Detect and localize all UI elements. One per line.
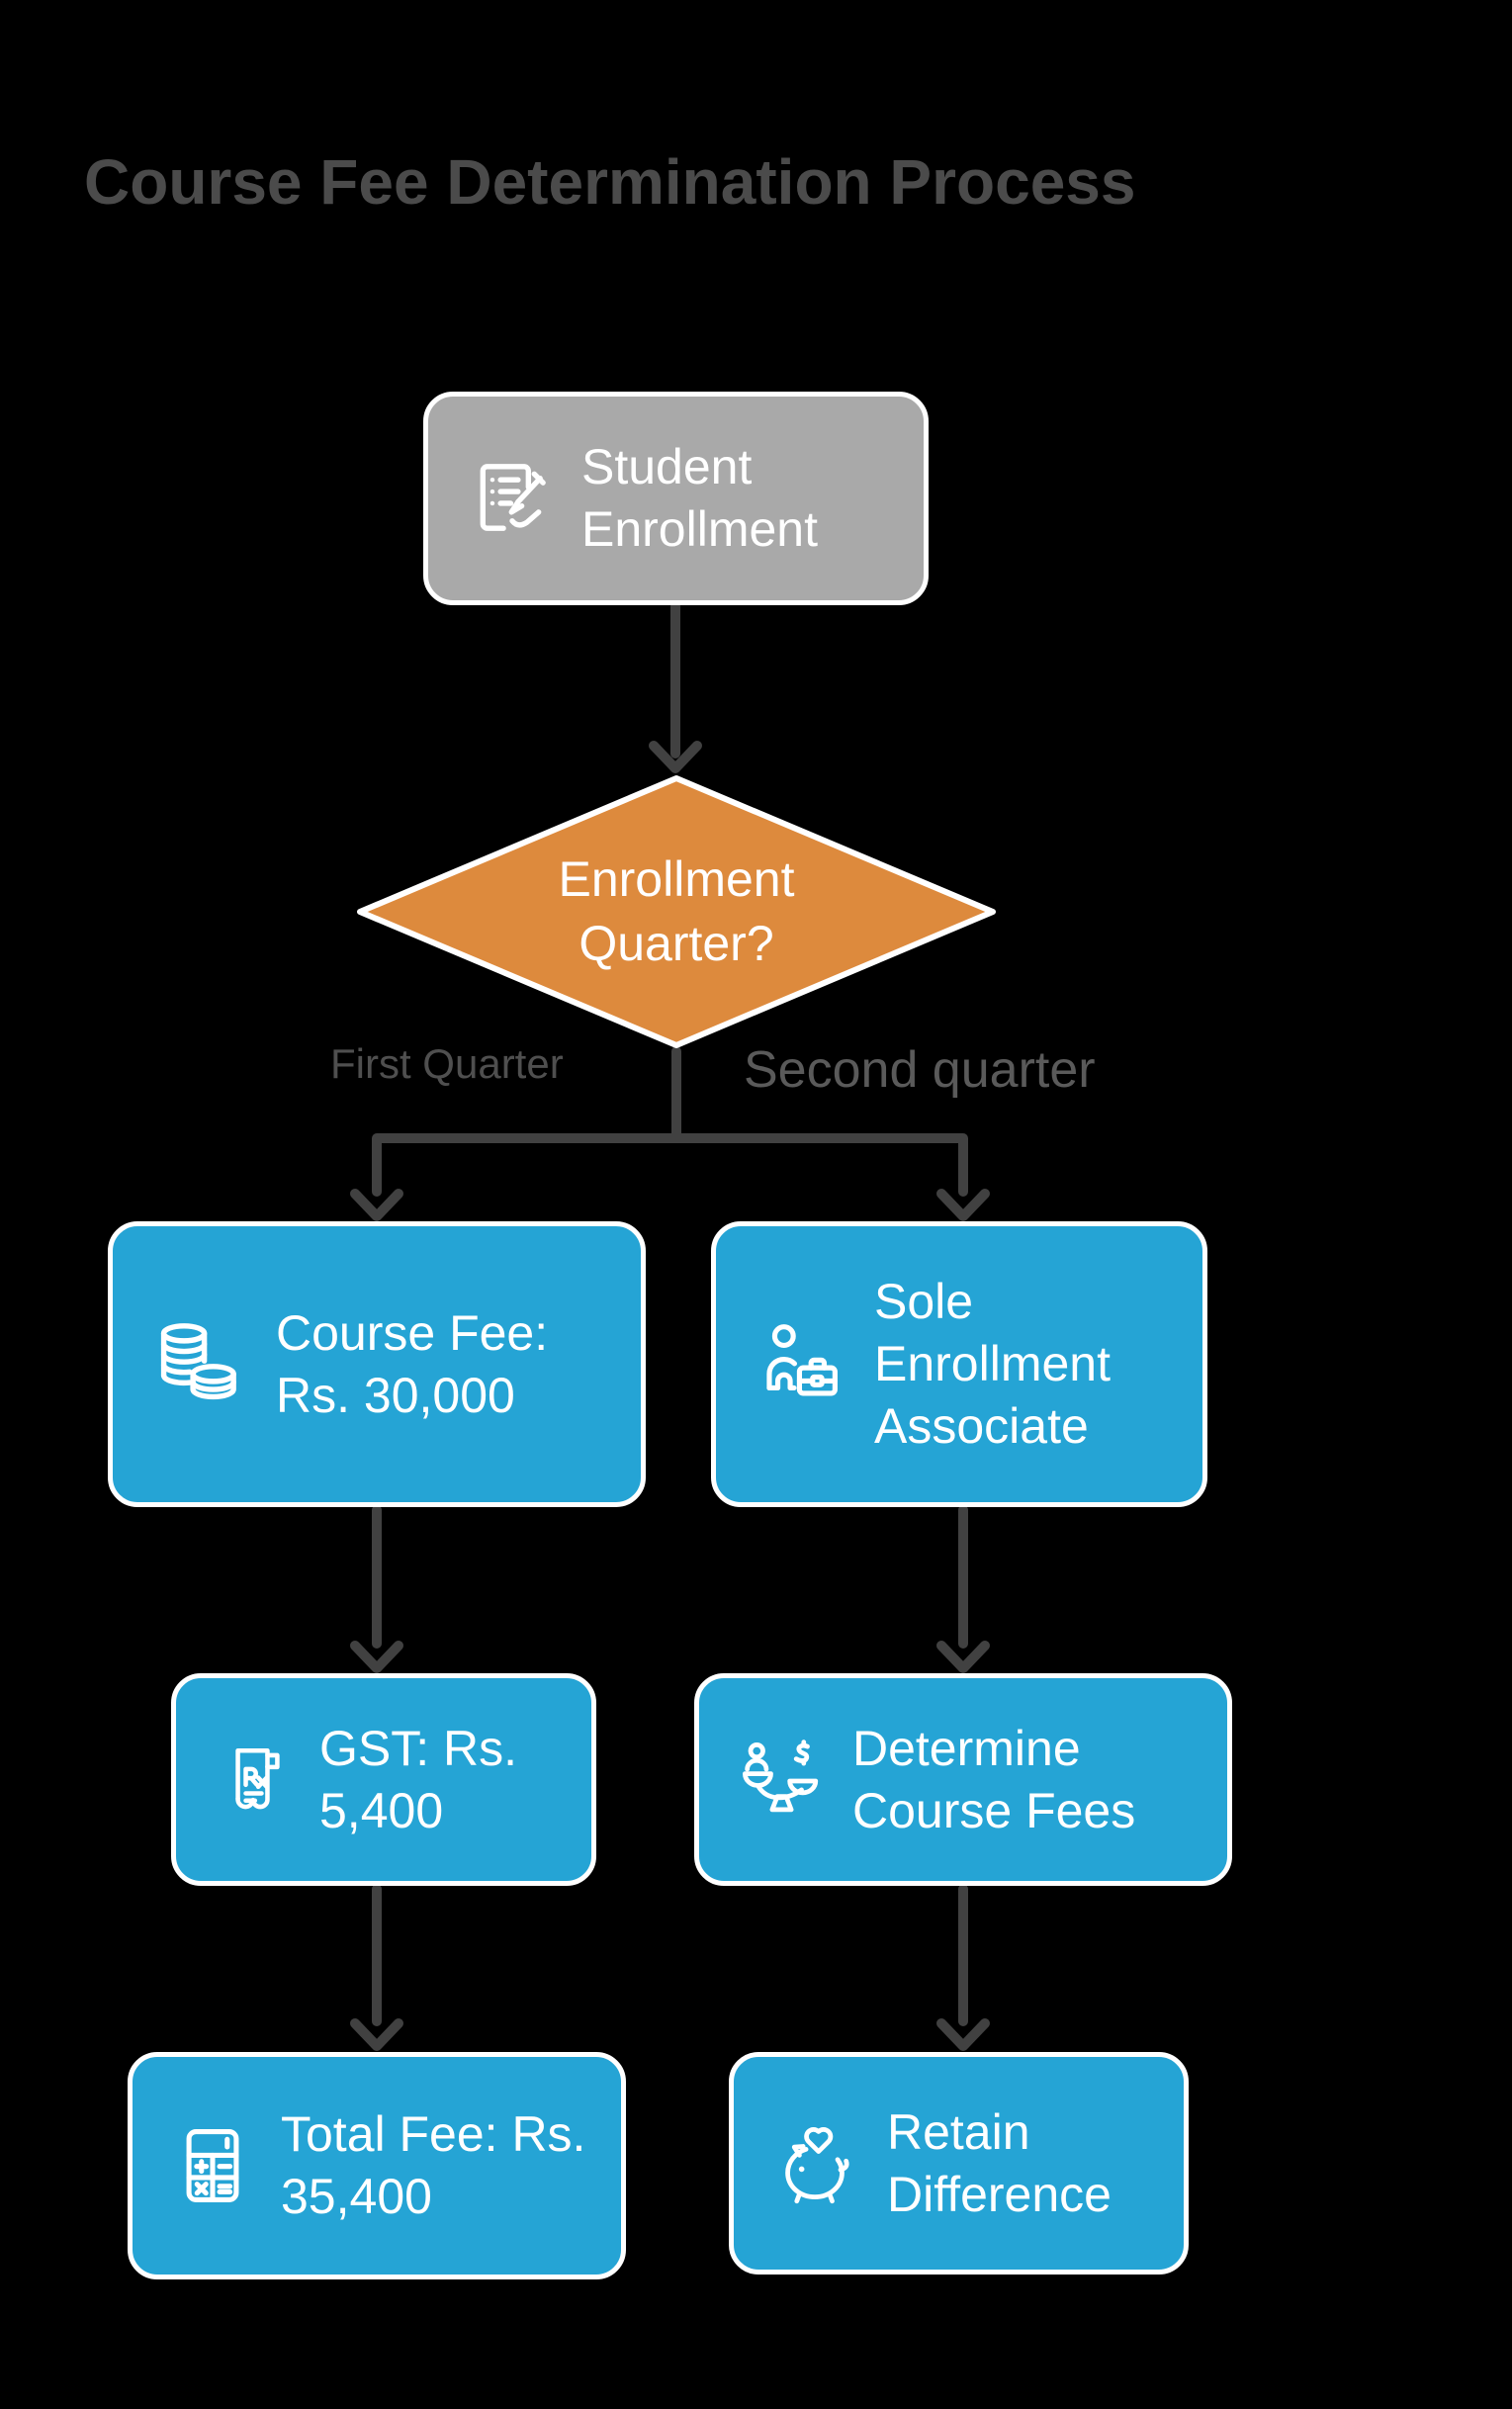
branch-label-second-quarter: Second quarter	[744, 1041, 1096, 1099]
node-retain-difference: Retain Difference	[729, 2052, 1189, 2275]
node-label: Retain Difference	[887, 2103, 1112, 2222]
piggy-bank-heart-icon	[785, 2126, 849, 2204]
arrowhead-to-decision	[649, 741, 702, 773]
arrowhead-to-retain	[936, 2018, 990, 2051]
arrowhead-to-gst	[350, 1641, 403, 1673]
node-enrollment-quarter-decision: Enrollment Quarter?	[355, 773, 998, 1050]
diamond-shape	[357, 775, 996, 1048]
balance-scale-icon	[743, 1740, 819, 1813]
node-course-fee: Course Fee: Rs. 30,000	[108, 1221, 646, 1507]
node-label: Total Fee: Rs. 35,400	[281, 2106, 586, 2224]
page-title: Course Fee Determination Process	[84, 146, 1136, 218]
node-gst: GST: Rs. 5,400	[171, 1673, 596, 1886]
node-total-fee: Total Fee: Rs. 35,400	[128, 2052, 626, 2279]
connector-split-bar	[372, 1133, 968, 1197]
calculator-icon	[186, 2129, 239, 2202]
rx-receipt-icon	[235, 1748, 280, 1810]
node-label: Determine Course Fees	[852, 1720, 1136, 1838]
decision-label-wrap: Enrollment Quarter?	[355, 773, 998, 1050]
coins-icon	[160, 1323, 236, 1400]
arrowhead-to-course-fee	[350, 1189, 403, 1221]
agent-briefcase-icon	[766, 1323, 838, 1395]
node-label: GST: Rs. 5,400	[319, 1720, 518, 1838]
arrowhead-to-sole-associate	[936, 1189, 990, 1221]
arrowhead-to-total	[350, 2018, 403, 2051]
node-label: Sole Enrollment Associate	[874, 1274, 1111, 1454]
enrollment-form-icon	[480, 463, 546, 531]
node-label: Student Enrollment	[581, 439, 818, 557]
node-label: Course Fee: Rs. 30,000	[276, 1304, 549, 1423]
node-label: Enrollment Quarter?	[558, 851, 795, 971]
branch-label-first-quarter: First Quarter	[330, 1040, 564, 1087]
node-determine-course-fees: Determine Course Fees	[694, 1673, 1232, 1886]
node-student-enrollment: Student Enrollment	[423, 392, 929, 605]
arrowhead-to-determine	[936, 1641, 990, 1673]
node-sole-enrollment-associate: Sole Enrollment Associate	[711, 1221, 1207, 1507]
